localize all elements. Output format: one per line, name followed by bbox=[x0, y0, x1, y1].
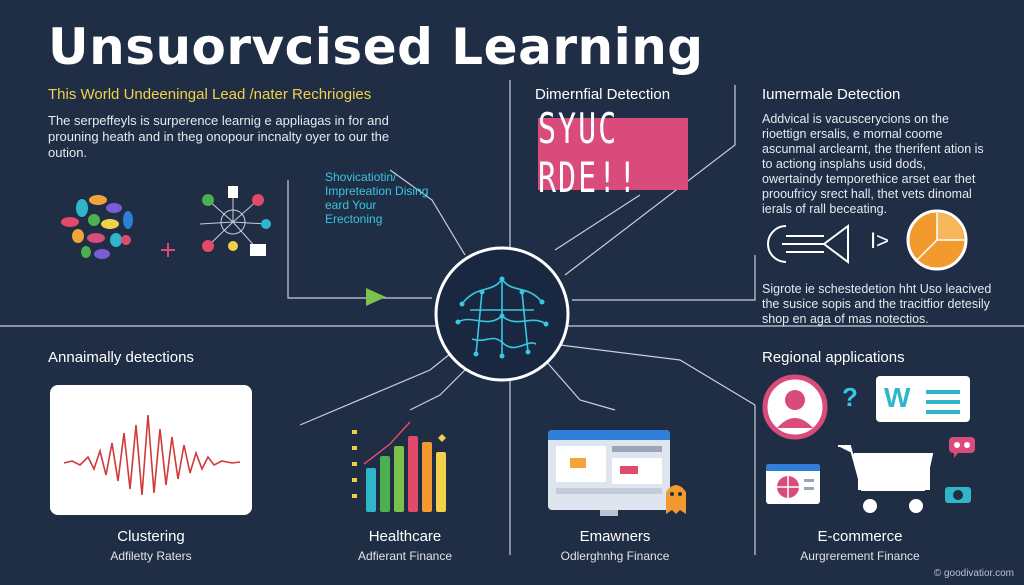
monitor-panel-2-block bbox=[620, 466, 638, 474]
dimernfial-sign: SYUC RDE!! bbox=[538, 105, 688, 203]
dimernfial-heading: Dimernfial Detection bbox=[535, 86, 671, 103]
caption-clustering-title: Clustering bbox=[117, 528, 185, 545]
browser-target-icon bbox=[777, 476, 814, 498]
shopping-cart-icon bbox=[838, 445, 934, 513]
play-arrow-icon bbox=[366, 288, 386, 306]
browser-window-icon bbox=[766, 464, 820, 504]
iumermale-bottom-text: Sigrote ie schestedetion hht Uso leacive… bbox=[762, 282, 992, 326]
speech-tag-icon bbox=[949, 437, 975, 458]
page-subtitle: This World Undeeningal Lead /nater Rechr… bbox=[48, 86, 372, 103]
plus-icon bbox=[161, 243, 175, 257]
network-nodes-icon bbox=[199, 186, 271, 256]
monitor-titlebar bbox=[548, 430, 670, 440]
dimernfial-sign-text: SYUC RDE!! bbox=[538, 105, 639, 203]
caption-emawners: Emawners Odlerghnhg Finance bbox=[515, 528, 715, 563]
monitor-line bbox=[612, 446, 662, 452]
caption-clustering-sub: Adfiletty Raters bbox=[110, 549, 192, 563]
neural-brain-icon bbox=[434, 246, 570, 382]
caption-healthcare-sub: Adfierant Finance bbox=[357, 549, 453, 563]
question-icon: ? bbox=[842, 382, 858, 412]
speed-lines-icon bbox=[767, 224, 849, 264]
avatar-icon bbox=[762, 374, 828, 440]
caption-ecommerce-title: E-commerce bbox=[817, 528, 903, 545]
caption-ecommerce-sub: Aurgrerement Finance bbox=[800, 549, 920, 563]
intro-text: The serpeffeyls is surperence learnig e … bbox=[48, 113, 390, 160]
monitor-icon bbox=[548, 430, 670, 510]
anomaly-heading: Annaimally detections bbox=[48, 349, 194, 366]
camera-icon bbox=[945, 487, 971, 503]
caption-emawners-sub: Odlerghnhg Finance bbox=[560, 549, 670, 563]
mascot-icon bbox=[666, 485, 686, 514]
monitor-panel-2 bbox=[612, 458, 662, 484]
waveform-icon bbox=[63, 414, 241, 496]
waveform-card bbox=[50, 385, 252, 515]
monitor-stand bbox=[600, 510, 618, 516]
bar-chart-icon bbox=[352, 421, 446, 512]
caption-healthcare-title: Healthcare bbox=[368, 528, 442, 545]
caption-emawners-title: Emawners bbox=[579, 528, 651, 545]
chat-line-3 bbox=[926, 410, 960, 414]
regional-heading: Regional applications bbox=[762, 349, 905, 366]
chat-bubble-glyph: W bbox=[884, 382, 911, 413]
page-title: Unsuorvcised Learning bbox=[48, 18, 704, 76]
monitor-panel bbox=[556, 446, 606, 482]
chat-line-2 bbox=[926, 400, 960, 404]
monitor-panel-block bbox=[570, 458, 586, 468]
blob-cluster-icon bbox=[61, 195, 133, 259]
footer-credit: © goodivatior.com bbox=[933, 568, 1014, 579]
caption-ecommerce: E-commerce Aurgrerement Finance bbox=[760, 528, 960, 563]
iumermale-heading: Iumermale Detection bbox=[762, 86, 901, 103]
forward-icon: I> bbox=[870, 228, 889, 253]
pie-chart-icon bbox=[906, 209, 968, 271]
chat-line-1 bbox=[926, 390, 960, 394]
browser-titlebar bbox=[766, 464, 820, 471]
caption-clustering: Clustering Adfiletty Raters bbox=[50, 528, 252, 563]
iumermale-body: Addvical is vacuscerycions on the rioett… bbox=[762, 112, 984, 216]
monitor-footer-line bbox=[556, 488, 662, 494]
caption-healthcare: Healthcare Adfierant Finance bbox=[310, 528, 500, 563]
chat-bubble-icon: W bbox=[876, 376, 970, 422]
cyan-callout-text: Shovicatiotin/ Impreteation Dising eard … bbox=[325, 170, 429, 226]
